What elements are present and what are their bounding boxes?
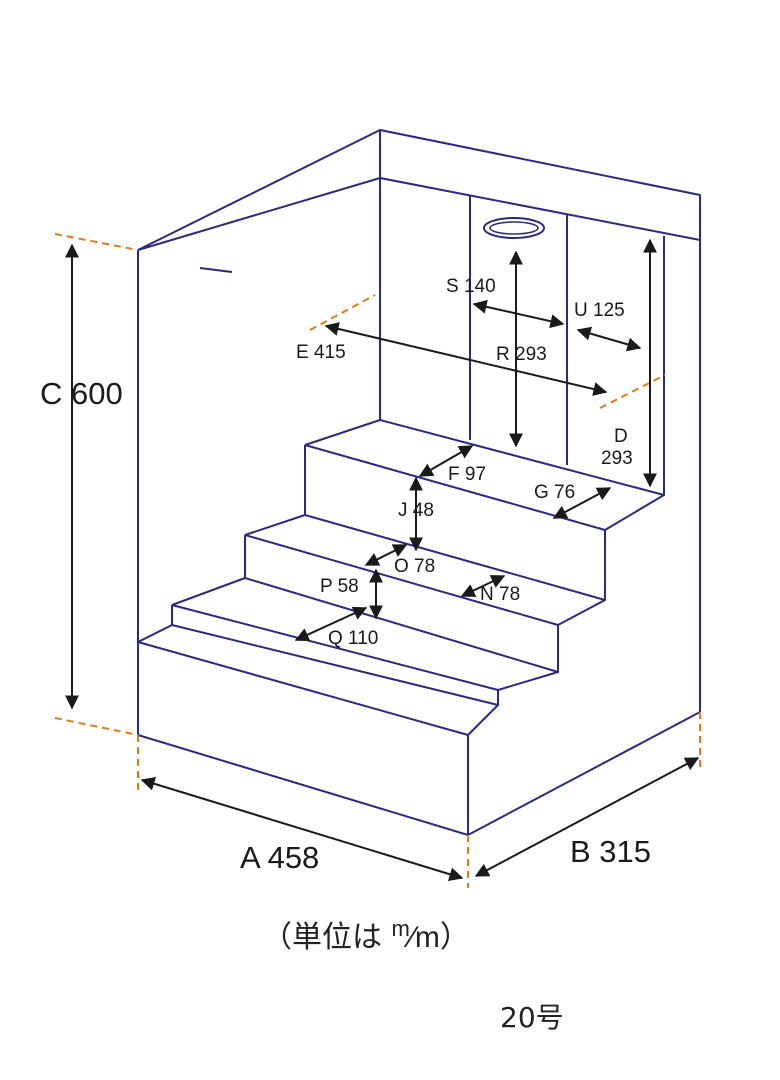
label-N: N 78 [480,584,520,605]
arrow-A [140,776,464,882]
label-F: F 97 [448,464,486,485]
unit-mm-bottom: m [414,921,440,954]
arrow-N [460,575,506,597]
label-R: R 293 [496,344,547,365]
label-D-letter: D [614,426,628,447]
tub-outline [137,129,701,836]
unit-caption-close: ） [439,920,470,955]
label-B: B 315 [570,834,651,869]
arrow-G [552,487,612,519]
label-D-value: 293 [601,448,633,469]
unit-caption-open: （単位は [262,920,392,955]
label-A: A 458 [240,840,319,875]
arrow-E [324,322,608,396]
unit-mm-slash: ⁄ [409,921,415,954]
label-U: U 125 [574,300,625,321]
arrow-O [364,544,408,566]
arrow-S [472,299,565,329]
unit-caption: （単位は m⁄m） [262,912,470,956]
arrow-F [418,445,474,477]
arrow-Q [294,606,368,642]
dimension-labels: C 600 A 458 B 315 D 293 E 415 F 97 G 76 … [40,276,651,875]
arrow-B [474,757,700,877]
label-G: G 76 [534,482,575,503]
label-P: P 58 [320,576,359,597]
dimension-arrows [65,238,700,882]
label-Q: Q 110 [328,628,378,649]
arrow-U [576,326,642,352]
label-O: O 78 [394,556,435,577]
label-C: C 600 [40,376,123,411]
label-J: J 48 [398,500,434,521]
model-label: 20号 [500,1001,564,1034]
dashed-guides [54,233,701,888]
label-E: E 415 [296,342,346,363]
unit-mm-top: m [391,916,410,941]
drain-oval [483,217,545,239]
label-S: S 140 [446,276,496,297]
